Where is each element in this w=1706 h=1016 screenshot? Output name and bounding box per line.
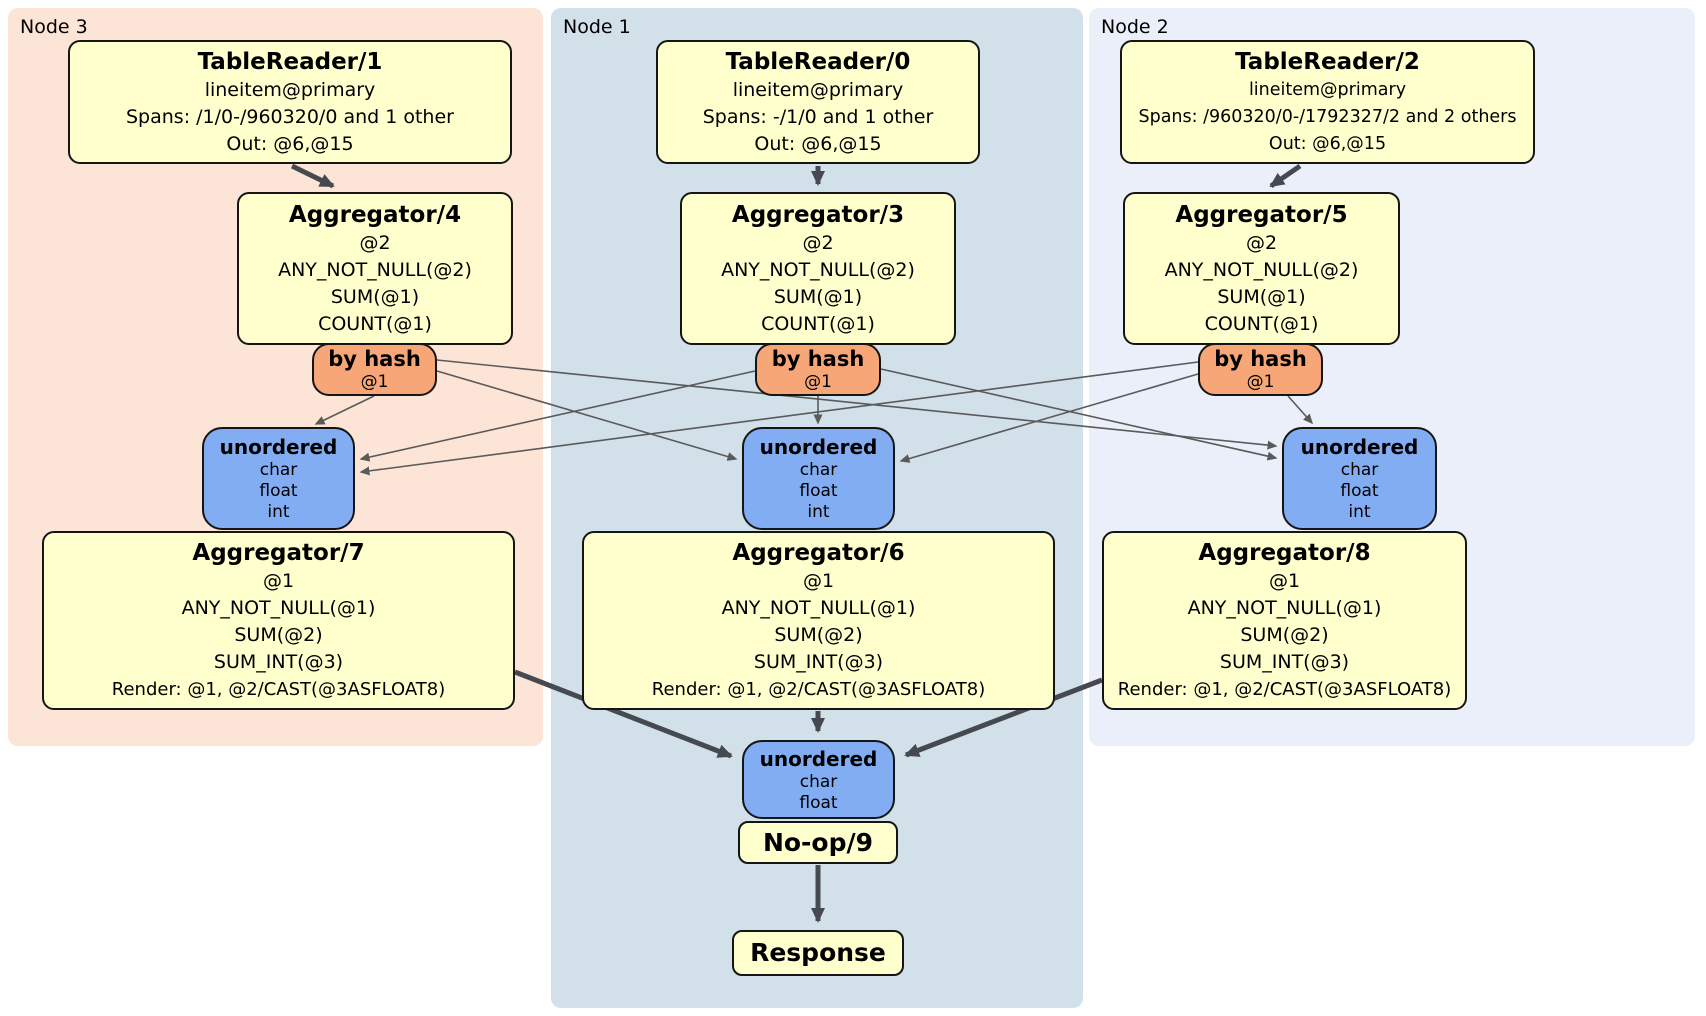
box-title: by hash — [328, 346, 421, 371]
hash-columns-line: @1 — [1246, 371, 1275, 392]
out-line: Out: @6,@15 — [1268, 133, 1387, 154]
hash-columns-line: @1 — [360, 371, 389, 392]
sync-type-line: float — [259, 481, 298, 501]
agg-fn-line: COUNT(@1) — [761, 312, 875, 335]
tablereader-1-box: TableReader/1 lineitem@primary Spans: /1… — [68, 40, 512, 164]
aggregator-6-box: Aggregator/6 @1 ANY_NOT_NULL(@1) SUM(@2)… — [582, 531, 1055, 710]
box-title: TableReader/0 — [725, 48, 911, 75]
agg-fn-line: SUM(@1) — [773, 285, 863, 308]
sync-type-line: float — [799, 792, 838, 813]
agg-fn-line: SUM(@2) — [1240, 624, 1329, 646]
aggregator-3-box: Aggregator/3 @2 ANY_NOT_NULL(@2) SUM(@1)… — [680, 192, 956, 345]
agg-fn-line: ANY_NOT_NULL(@2) — [278, 258, 472, 281]
node-3-label: Node 3 — [20, 16, 88, 38]
group-key-line: @1 — [1268, 570, 1301, 592]
node-2-label: Node 2 — [1101, 16, 1169, 38]
aggregator-5-box: Aggregator/5 @2 ANY_NOT_NULL(@2) SUM(@1)… — [1123, 192, 1400, 345]
box-title: by hash — [771, 346, 865, 371]
group-key-line: @2 — [802, 231, 834, 254]
tablereader-0-box: TableReader/0 lineitem@primary Spans: -/… — [656, 40, 980, 164]
agg-fn-line: ANY_NOT_NULL(@2) — [1164, 258, 1359, 281]
aggregator-7-box: Aggregator/7 @1 ANY_NOT_NULL(@1) SUM(@2)… — [42, 531, 515, 710]
box-title: Aggregator/6 — [732, 540, 905, 566]
hash-columns-line: @1 — [804, 371, 832, 392]
agg-fn-line: ANY_NOT_NULL(@2) — [721, 258, 915, 281]
agg-fn-line: SUM_INT(@3) — [1219, 651, 1350, 673]
sync-type-line: float — [799, 481, 838, 501]
hash-router-5-box: by hash @1 — [1198, 343, 1323, 396]
output-unordered-sync-box: unordered char float — [742, 740, 895, 819]
agg-fn-line: SUM(@2) — [774, 624, 863, 646]
tablereader-2-box: TableReader/2 lineitem@primary Spans: /9… — [1120, 40, 1535, 164]
agg-fn-line: ANY_NOT_NULL(@1) — [181, 597, 376, 619]
sync-type-line: int — [1348, 502, 1371, 522]
spans-line: Spans: -/1/0 and 1 other — [702, 105, 934, 128]
agg-fn-line: ANY_NOT_NULL(@1) — [721, 597, 916, 619]
index-line: lineitem@primary — [1248, 79, 1407, 100]
group-key-line: @2 — [359, 231, 391, 254]
sync-type-line: char — [1340, 460, 1379, 480]
box-title: TableReader/2 — [1235, 48, 1420, 75]
box-title: No-op/9 — [762, 827, 874, 857]
node-1-label: Node 1 — [563, 16, 631, 38]
agg-fn-line: SUM_INT(@3) — [213, 651, 344, 673]
sync-type-line: int — [267, 502, 290, 522]
index-line: lineitem@primary — [732, 78, 904, 101]
index-line: lineitem@primary — [204, 78, 376, 101]
agg-fn-line: COUNT(@1) — [1204, 312, 1319, 335]
box-title: Aggregator/4 — [288, 201, 462, 228]
box-title: unordered — [219, 435, 338, 459]
sync-type-line: float — [1340, 481, 1379, 501]
agg-fn-line: COUNT(@1) — [318, 312, 432, 335]
agg-fn-line: ANY_NOT_NULL(@1) — [1187, 597, 1382, 619]
box-title: by hash — [1214, 346, 1307, 371]
box-title: Aggregator/5 — [1175, 201, 1348, 228]
box-title: TableReader/1 — [197, 48, 383, 75]
response-box: Response — [732, 930, 904, 976]
spans-line: Spans: /960320/0-/1792327/2 and 2 others — [1138, 106, 1517, 127]
group-key-line: @1 — [262, 570, 295, 592]
group-key-line: @1 — [802, 570, 835, 592]
box-title: Aggregator/3 — [731, 201, 905, 228]
sync-type-line: char — [259, 460, 298, 480]
box-title: unordered — [1300, 435, 1419, 459]
unordered-sync-7-box: unordered char float int — [202, 427, 355, 530]
out-line: Out: @6,@15 — [754, 132, 882, 155]
sync-type-line: int — [807, 502, 830, 522]
box-title: Aggregator/7 — [192, 540, 365, 566]
render-line: Render: @1, @2/CAST(@3ASFLOAT8) — [111, 679, 446, 700]
box-title: unordered — [759, 746, 878, 771]
agg-fn-line: SUM(@1) — [330, 285, 420, 308]
hash-router-4-box: by hash @1 — [312, 343, 437, 396]
box-title: Response — [750, 938, 886, 967]
spans-line: Spans: /1/0-/960320/0 and 1 other — [126, 105, 454, 128]
agg-fn-line: SUM_INT(@3) — [753, 651, 884, 673]
box-title: unordered — [759, 435, 878, 459]
render-line: Render: @1, @2/CAST(@3ASFLOAT8) — [651, 679, 986, 700]
aggregator-4-box: Aggregator/4 @2 ANY_NOT_NULL(@2) SUM(@1)… — [237, 192, 513, 345]
out-line: Out: @6,@15 — [226, 132, 354, 155]
group-key-line: @2 — [1245, 231, 1278, 254]
unordered-sync-6-box: unordered char float int — [742, 427, 895, 530]
sync-type-line: char — [799, 460, 838, 480]
unordered-sync-8-box: unordered char float int — [1282, 427, 1437, 530]
noop-9-box: No-op/9 — [738, 821, 898, 864]
agg-fn-line: SUM(@2) — [234, 624, 323, 646]
box-title: Aggregator/8 — [1198, 540, 1371, 566]
aggregator-8-box: Aggregator/8 @1 ANY_NOT_NULL(@1) SUM(@2)… — [1102, 531, 1467, 710]
agg-fn-line: SUM(@1) — [1217, 285, 1306, 308]
render-line: Render: @1, @2/CAST(@3ASFLOAT8) — [1117, 679, 1452, 700]
hash-router-3-box: by hash @1 — [755, 343, 881, 396]
sync-type-line: char — [799, 771, 838, 792]
